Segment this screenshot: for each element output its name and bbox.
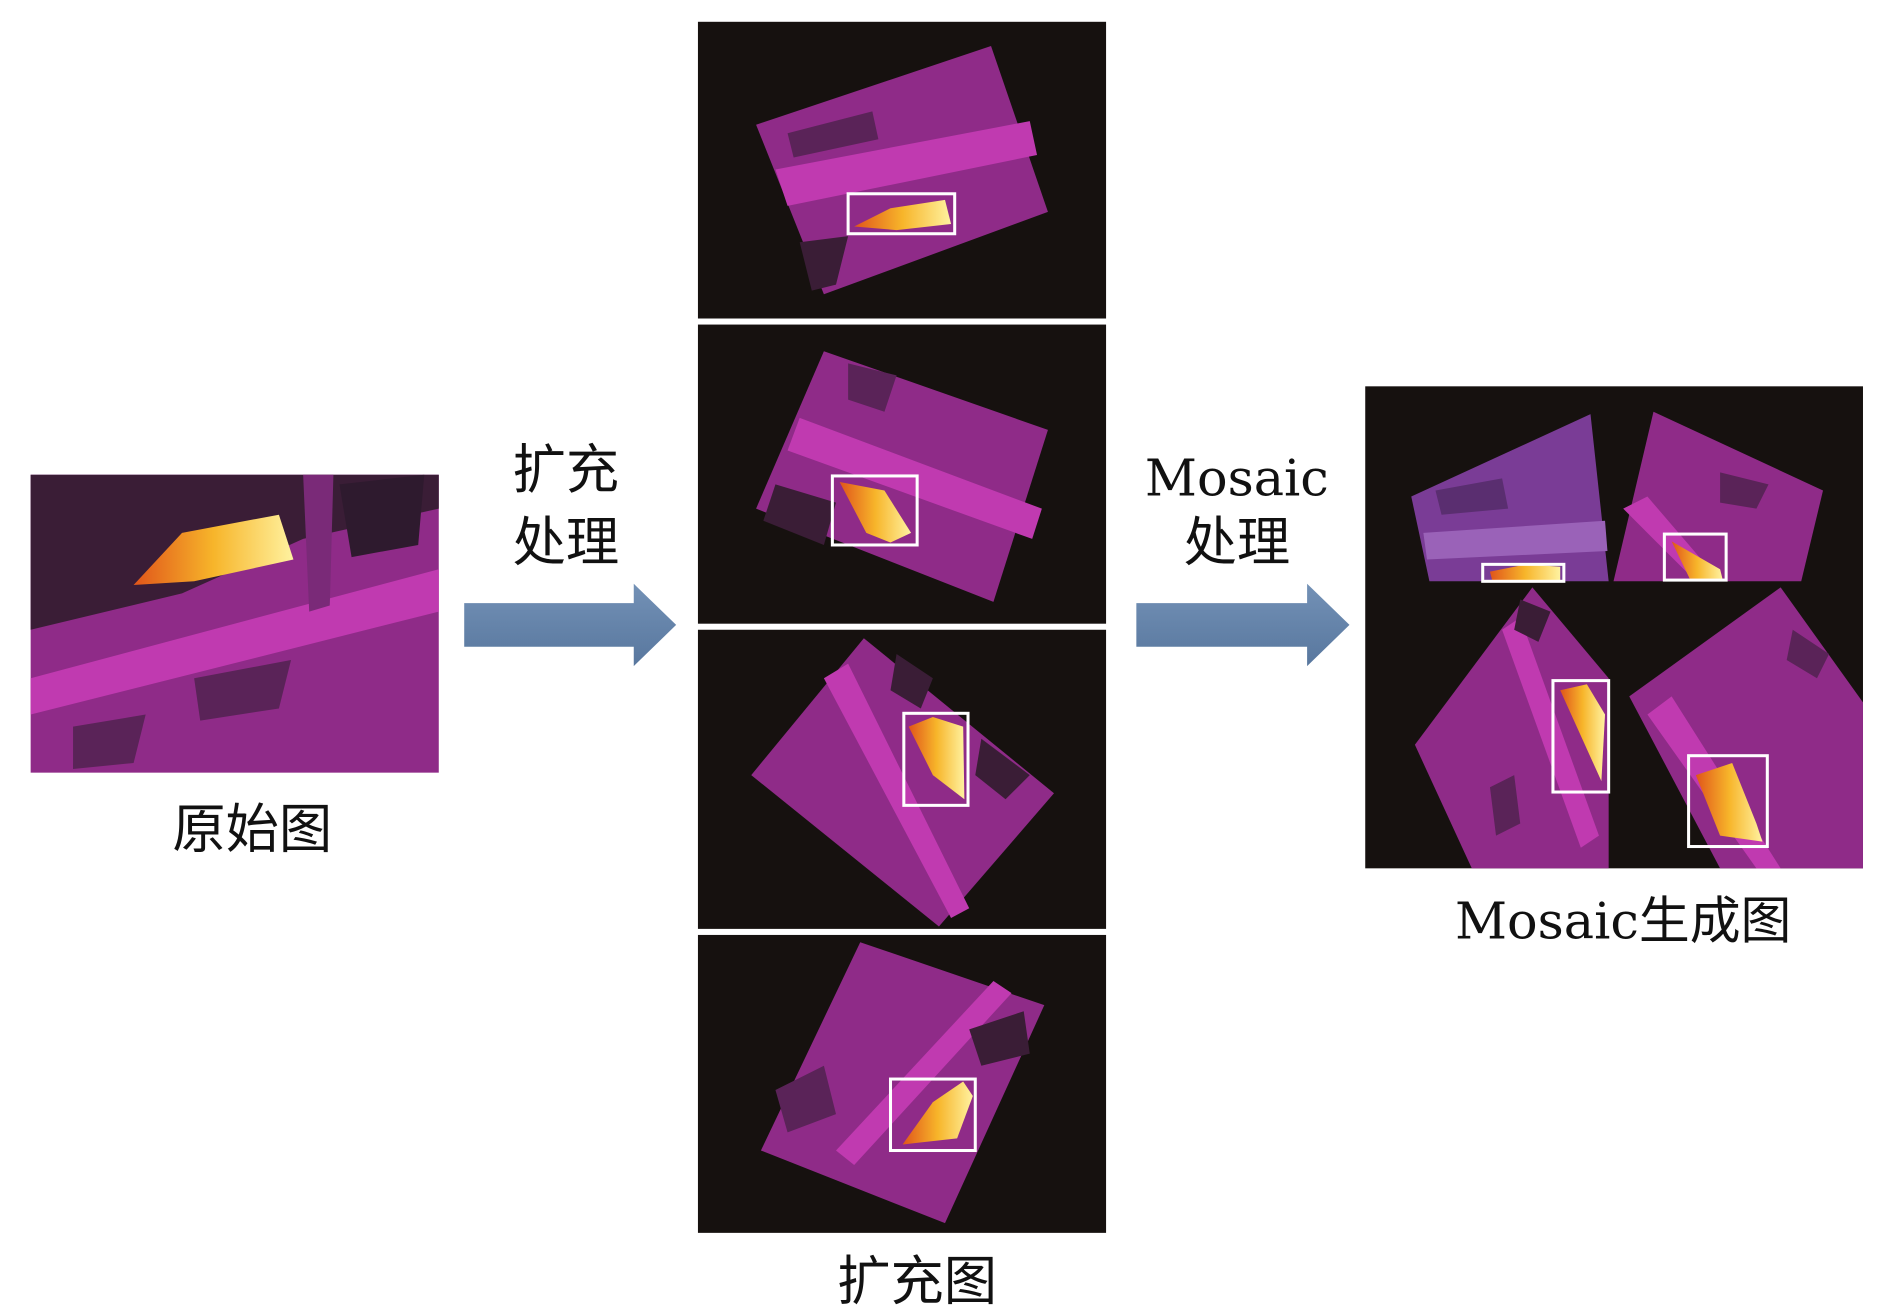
augment-step-label-line1: 扩充 bbox=[513, 439, 620, 501]
mosaic-step-label-line2: 处理 bbox=[1184, 512, 1291, 574]
bounding-box bbox=[1481, 562, 1566, 583]
bounding-box bbox=[1687, 754, 1769, 849]
augmented-images-label: 扩充图 bbox=[837, 1250, 997, 1312]
bounding-box bbox=[888, 1077, 977, 1153]
augmented-image-3 bbox=[697, 629, 1107, 929]
augmented-image-2 bbox=[697, 324, 1107, 624]
augment-arrow-icon bbox=[464, 583, 677, 667]
mosaic-arrow-icon bbox=[1136, 583, 1350, 667]
original-thermal-image bbox=[30, 474, 439, 773]
augmented-image-4 bbox=[697, 934, 1107, 1233]
bounding-box bbox=[846, 192, 957, 236]
mosaic-step-label-line1: Mosaic bbox=[1145, 448, 1329, 507]
mosaic-result-image bbox=[1365, 386, 1863, 869]
hot-object bbox=[133, 514, 294, 585]
original-image-label: 原始图 bbox=[172, 799, 332, 861]
bounding-box bbox=[902, 711, 970, 807]
augmented-image-1 bbox=[697, 21, 1107, 319]
mosaic-result-label: Mosaic生成图 bbox=[1455, 892, 1791, 951]
bounding-box bbox=[1551, 679, 1611, 794]
bounding-box bbox=[1662, 532, 1728, 582]
augment-step-label-line2: 处理 bbox=[513, 512, 620, 574]
bounding-box bbox=[830, 474, 919, 547]
